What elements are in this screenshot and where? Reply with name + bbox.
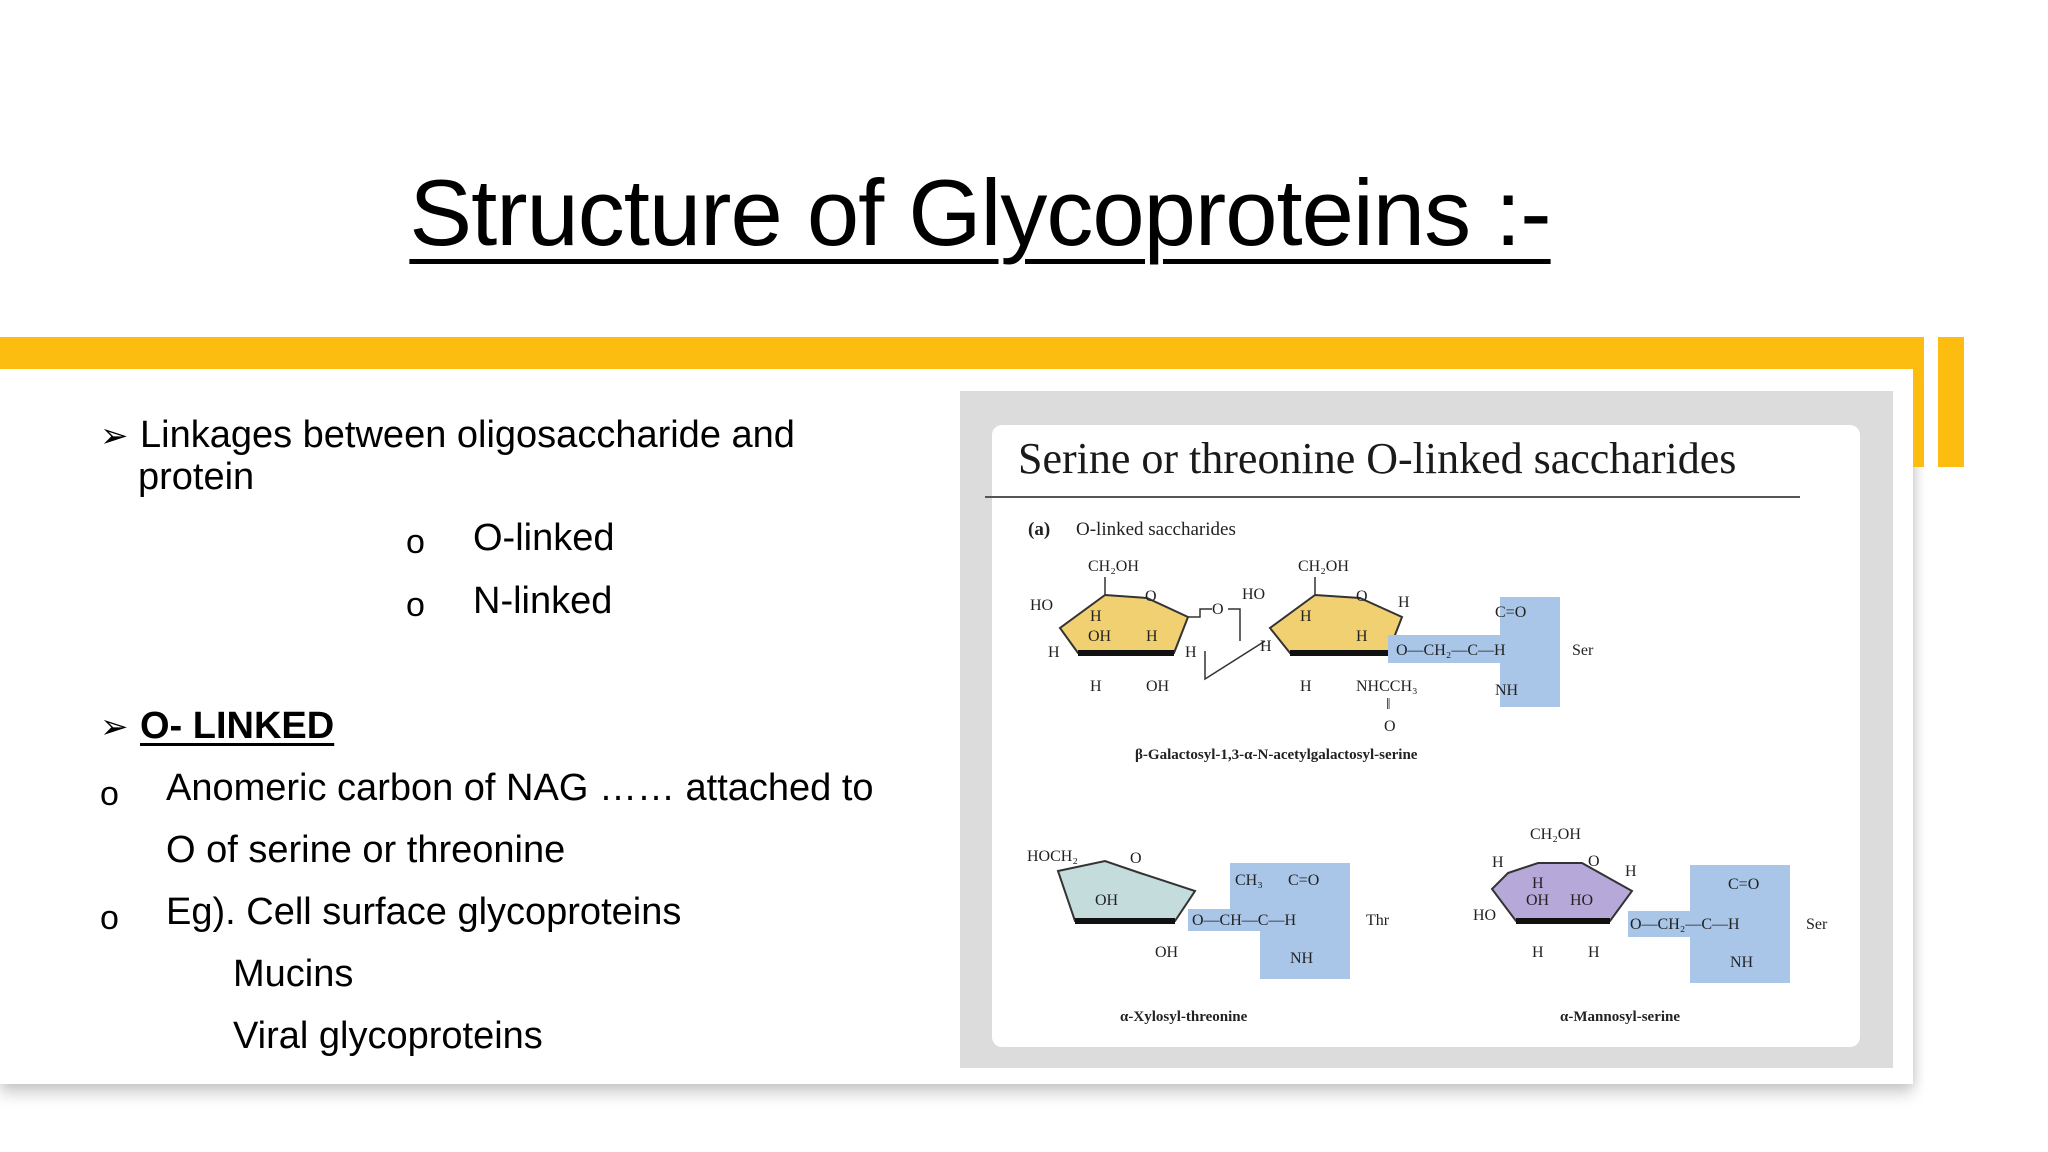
svg-text:H: H [1090, 678, 1102, 695]
threonine-residue [1188, 863, 1350, 979]
svg-text:CH₂OH: CH₂OH [1530, 826, 1581, 843]
svg-text:H: H [1356, 628, 1368, 645]
circle-bullet-icon: o [406, 586, 425, 624]
part-label: (a) [1028, 519, 1050, 540]
bullet-linkages: ➢ Linkages between oligosaccharide and [100, 413, 795, 458]
arrow-bullet-icon: ➢ [100, 708, 129, 746]
o-linked-heading: O- LINKED [140, 705, 335, 747]
svg-text:OH: OH [1155, 944, 1179, 961]
svg-text:‖: ‖ [1386, 696, 1391, 713]
structure-gal-galnac-ser: CH₂OH O HO H OH H H H H OH O CH₂OH O HO … [1030, 558, 1594, 763]
circle-bullet-icon: o [100, 899, 119, 937]
circle-bullet-icon: o [100, 775, 119, 813]
svg-text:Thr: Thr [1366, 912, 1390, 929]
svg-text:CH₂OH: CH₂OH [1298, 558, 1349, 575]
svg-text:C=O: C=O [1288, 872, 1319, 889]
svg-text:H: H [1532, 875, 1544, 892]
o-linked-saccharides-figure: Serine or threonine O-linked saccharides… [960, 391, 1893, 1068]
example-mucins: Mucins [233, 953, 354, 995]
svg-text:H: H [1090, 608, 1102, 625]
structure-name-1: β-Galactosyl-1,3-α-N-acetylgalactosyl-se… [1135, 747, 1418, 763]
svg-text:NHCCH₃: NHCCH₃ [1356, 678, 1418, 695]
svg-text:HO: HO [1030, 597, 1053, 614]
svg-text:O—CH—C—H: O—CH—C—H [1192, 912, 1296, 929]
svg-text:HO: HO [1473, 907, 1496, 924]
svg-text:H: H [1398, 594, 1410, 611]
point1-line2: O of serine or threonine [166, 829, 566, 871]
svg-text:HOCH₂: HOCH₂ [1027, 848, 1078, 865]
svg-text:O—CH₂—C—H: O—CH₂—C—H [1396, 642, 1506, 659]
svg-text:H: H [1300, 608, 1312, 625]
svg-text:C=O: C=O [1728, 876, 1759, 893]
example-viral: Viral glycoproteins [233, 1015, 543, 1057]
svg-text:H: H [1300, 678, 1312, 695]
svg-text:C=O: C=O [1495, 604, 1526, 621]
svg-text:O: O [1145, 588, 1157, 605]
svg-text:Ser: Ser [1806, 916, 1828, 933]
svg-text:NH: NH [1495, 682, 1519, 699]
svg-text:H: H [1146, 628, 1158, 645]
point2: Eg). Cell surface glycoproteins [166, 891, 682, 933]
serine-residue [1628, 865, 1790, 983]
svg-text:H: H [1048, 644, 1060, 661]
linkages-line1: Linkages between oligosaccharide and [140, 414, 795, 456]
serine-residue [1388, 597, 1560, 707]
accent-bar [0, 337, 1924, 369]
svg-text:Ser: Ser [1572, 642, 1594, 659]
slide-title: Structure of Glycoproteins :- [0, 158, 1960, 268]
svg-text:H: H [1260, 638, 1272, 655]
svg-text:NH: NH [1290, 950, 1314, 967]
svg-text:HO: HO [1242, 586, 1265, 603]
bullet-o-linked: ➢ O- LINKED [100, 704, 334, 749]
accent-bar-vertical-2 [1938, 337, 1964, 467]
svg-text:O—CH₂—C—H: O—CH₂—C—H [1630, 916, 1740, 933]
arrow-bullet-icon: ➢ [100, 417, 129, 455]
svg-text:OH: OH [1095, 892, 1119, 909]
sub-item-n-linked: N-linked [473, 580, 613, 622]
structure-xylosyl-threonine: HOCH₂ O OH OH CH₃ C=O O—CH—C—H NH Thr α-… [1027, 848, 1390, 1025]
svg-text:OH: OH [1146, 678, 1170, 695]
svg-text:O: O [1130, 850, 1142, 867]
svg-text:H: H [1185, 644, 1197, 661]
linkages-line2: protein [138, 456, 255, 498]
circle-bullet-icon: o [406, 523, 425, 561]
svg-text:H: H [1588, 944, 1600, 961]
sugar-ring-mannose [1490, 862, 1634, 922]
structure-name-2: α-Xylosyl-threonine [1120, 1009, 1248, 1025]
svg-text:OH: OH [1088, 628, 1112, 645]
svg-text:H: H [1625, 863, 1637, 880]
figure-panel [992, 425, 1860, 1047]
slide-title-text: Structure of Glycoproteins :- [409, 160, 1551, 265]
figure-heading: Serine or threonine O-linked saccharides [1018, 434, 1736, 483]
sub-item-o-linked: O-linked [473, 517, 615, 559]
svg-text:H: H [1532, 944, 1544, 961]
svg-text:O: O [1212, 601, 1224, 618]
svg-text:O: O [1588, 853, 1600, 870]
svg-text:HO: HO [1570, 892, 1593, 909]
svg-text:O: O [1384, 718, 1396, 735]
accent-bar-vertical-1 [1913, 337, 1924, 467]
svg-text:O: O [1356, 588, 1368, 605]
part-title: O-linked saccharides [1076, 519, 1236, 540]
svg-text:H: H [1492, 854, 1504, 871]
svg-text:OH: OH [1526, 892, 1550, 909]
svg-text:CH₂OH: CH₂OH [1088, 558, 1139, 575]
structure-mannosyl-serine: CH₂OH O H H H OH HO HO H H C=O O—CH₂—C—H… [1473, 826, 1828, 1025]
point1-line1: Anomeric carbon of NAG …… attached to [166, 767, 874, 809]
structure-name-3: α-Mannosyl-serine [1560, 1009, 1680, 1025]
svg-text:CH₃: CH₃ [1235, 872, 1263, 889]
svg-text:NH: NH [1730, 954, 1754, 971]
